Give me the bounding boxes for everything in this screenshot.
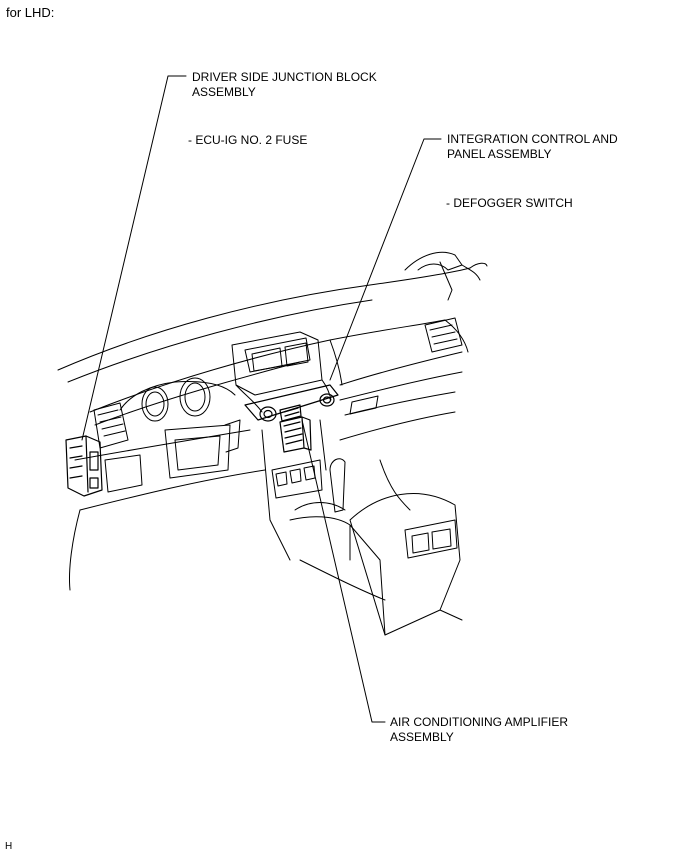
- junction-block-part: [65, 435, 103, 497]
- junction-block-label: DRIVER SIDE JUNCTION BLOCK ASSEMBLY: [192, 70, 377, 99]
- instrument-cluster: [119, 377, 241, 479]
- center-stack: [231, 331, 332, 413]
- leader-integration-panel: [329, 138, 442, 381]
- ac-amplifier-part: [279, 416, 312, 453]
- integration-panel-part: [244, 384, 339, 422]
- right-dash: [339, 317, 463, 511]
- ac-amplifier-label: AIR CONDITIONING AMPLIFIER ASSEMBLY: [390, 715, 569, 744]
- right-pillar: [404, 251, 481, 301]
- windshield-outline: [57, 262, 488, 383]
- figure-code: H: [5, 841, 13, 852]
- leader-junction-block: [81, 75, 187, 441]
- center-console: [261, 419, 461, 636]
- integration-panel-sub-label: - DEFOGGER SWITCH: [446, 196, 573, 210]
- dashboard-top: [89, 319, 469, 426]
- floor-outline: [299, 559, 463, 621]
- left-vent: [93, 402, 129, 449]
- leader-ac-amplifier: [301, 419, 386, 723]
- integration-panel-label: INTEGRATION CONTROL AND PANEL ASSEMBLY: [447, 132, 618, 161]
- leader-lines: [81, 75, 442, 723]
- page-title: for LHD:: [6, 5, 55, 20]
- junction-block-sub-label: - ECU-IG NO. 2 FUSE: [188, 133, 308, 147]
- lower-left-dash: [69, 429, 266, 591]
